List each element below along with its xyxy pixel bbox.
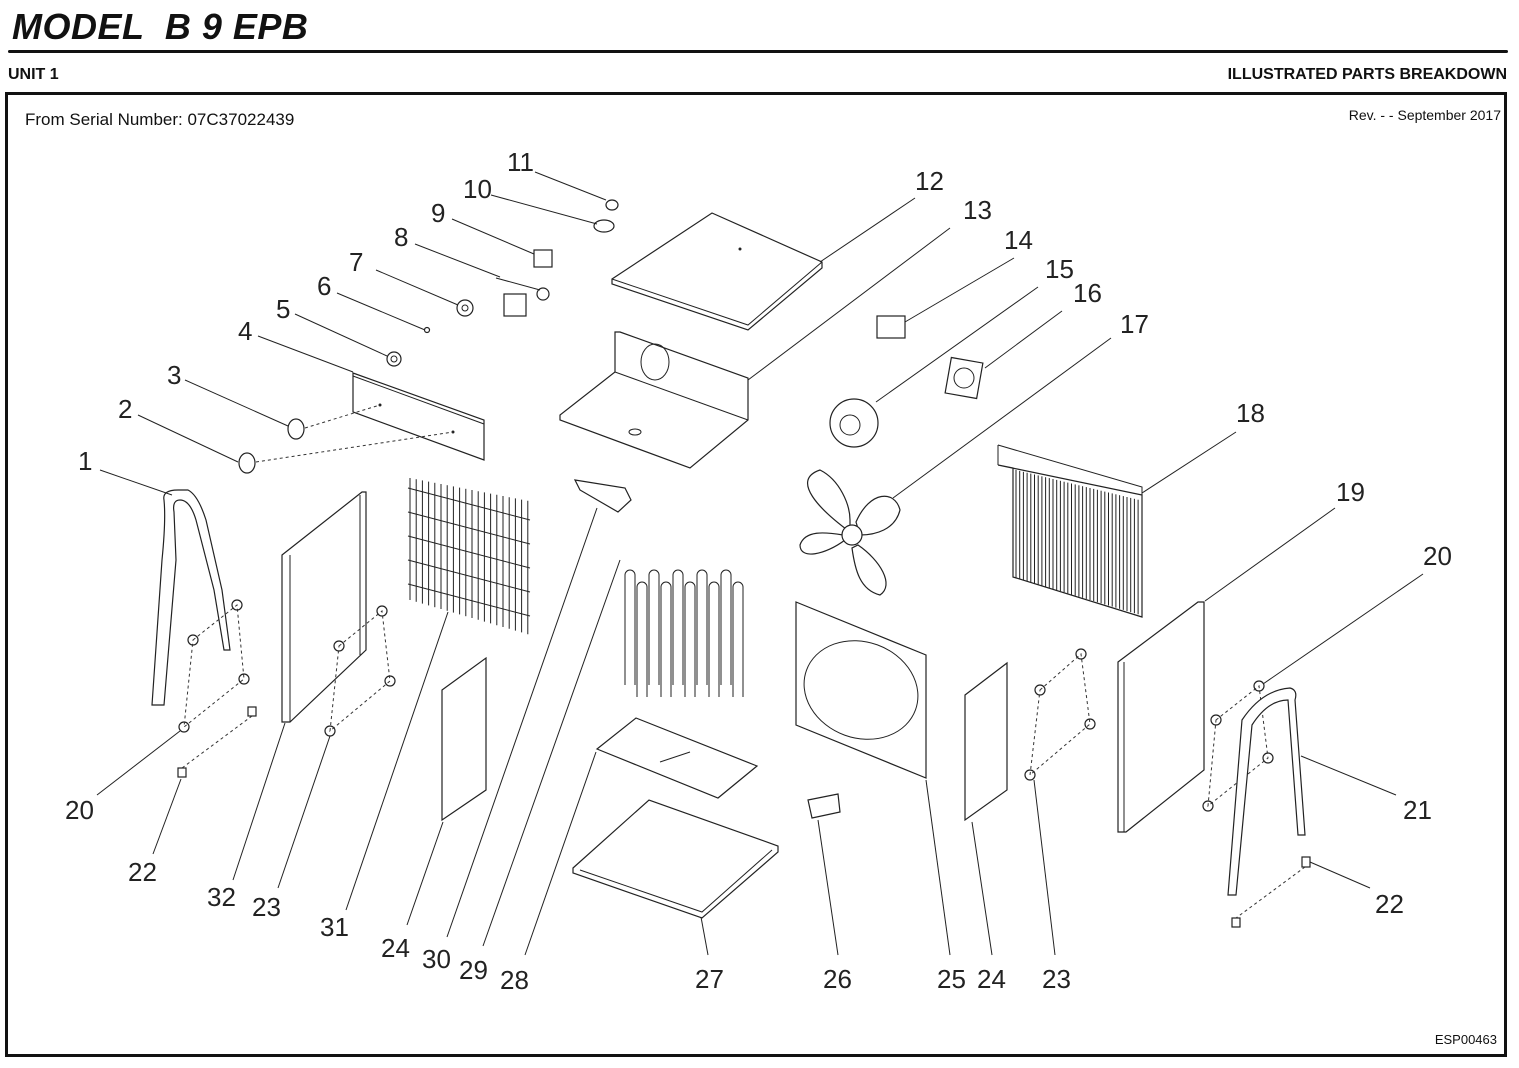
callout-14[interactable]: 14	[1004, 225, 1033, 255]
callout-16[interactable]: 16	[1073, 278, 1102, 308]
part-feet-right[interactable]	[1231, 856, 1311, 928]
callout-32[interactable]: 32	[207, 882, 236, 912]
model-title: MODEL B 9 EPB	[12, 6, 309, 47]
callout-23-right[interactable]: 23	[1042, 964, 1071, 994]
part-small-nut[interactable]	[423, 326, 431, 334]
callout-21[interactable]: 21	[1403, 795, 1432, 825]
callout-labels: 1 2 3 4 5 6 7 8 9 10 11 12 13 14 15 16 1…	[65, 147, 1452, 995]
part-base-tray[interactable]	[572, 799, 779, 919]
part-front-guard[interactable]	[407, 478, 531, 635]
callout-27[interactable]: 27	[695, 964, 724, 994]
part-motor-mount[interactable]	[944, 356, 984, 400]
callout-2[interactable]: 2	[118, 394, 132, 424]
part-rear-grille[interactable]	[997, 444, 1143, 618]
revision-label: Rev. - - September 2017	[1348, 107, 1501, 123]
part-fan-shroud[interactable]	[790, 601, 932, 779]
drawing-id: ESP00463	[1434, 1032, 1497, 1047]
part-fan-motor[interactable]	[829, 398, 879, 448]
callout-1[interactable]: 1	[78, 446, 92, 476]
header-divider	[8, 50, 1508, 53]
callout-30[interactable]: 30	[422, 944, 451, 974]
part-thermal-cutout[interactable]	[593, 219, 615, 233]
callout-29[interactable]: 29	[459, 955, 488, 985]
part-switch[interactable]	[533, 249, 553, 268]
callout-18[interactable]: 18	[1236, 398, 1265, 428]
part-spacers-left[interactable]	[324, 605, 396, 737]
unit-label: UNIT 1	[8, 66, 59, 83]
callout-10[interactable]: 10	[463, 174, 492, 204]
part-element-support[interactable]	[595, 717, 759, 799]
callout-12[interactable]: 12	[915, 166, 944, 196]
part-side-panel-left[interactable]	[281, 491, 367, 723]
serial-number: From Serial Number: 07C37022439	[25, 110, 295, 129]
document-type: ILLUSTRATED PARTS BREAKDOWN	[1227, 66, 1507, 83]
part-handle-bar-left[interactable]	[151, 489, 231, 706]
callout-20-right[interactable]: 20	[1423, 541, 1452, 571]
callout-13[interactable]: 13	[963, 195, 992, 225]
part-thermostat[interactable]	[495, 277, 550, 317]
part-side-panel-right[interactable]	[1117, 601, 1205, 833]
callout-7[interactable]: 7	[349, 247, 363, 277]
leader-lines	[96, 171, 1424, 956]
part-deflector-bracket[interactable]	[573, 479, 632, 513]
callout-8[interactable]: 8	[394, 222, 408, 252]
part-component-bracket[interactable]	[559, 331, 749, 469]
callout-20-left[interactable]: 20	[65, 795, 94, 825]
part-bushing[interactable]	[386, 351, 402, 367]
callout-28[interactable]: 28	[500, 965, 529, 995]
part-nut-ring[interactable]	[456, 299, 474, 317]
part-inner-panel-right[interactable]	[964, 661, 1008, 822]
callout-3[interactable]: 3	[167, 360, 181, 390]
part-grommets-left[interactable]	[177, 599, 257, 778]
callout-4[interactable]: 4	[238, 316, 252, 346]
part-fan-blade[interactable]	[799, 469, 901, 596]
callout-19[interactable]: 19	[1336, 477, 1365, 507]
callout-23-left[interactable]: 23	[252, 892, 281, 922]
callout-24-left[interactable]: 24	[381, 933, 410, 963]
callout-26[interactable]: 26	[823, 964, 852, 994]
part-knob-2[interactable]	[238, 452, 256, 474]
part-control-panel[interactable]	[352, 372, 485, 461]
part-inner-panel-left[interactable]	[441, 656, 487, 822]
callout-31[interactable]: 31	[320, 912, 349, 942]
callout-22-right[interactable]: 22	[1375, 889, 1404, 919]
callout-17[interactable]: 17	[1120, 309, 1149, 339]
callout-24-right[interactable]: 24	[977, 964, 1006, 994]
part-element-bracket[interactable]	[807, 793, 841, 819]
part-relay[interactable]	[876, 315, 906, 339]
part-heating-element[interactable]	[624, 569, 744, 697]
part-knob-3[interactable]	[287, 418, 305, 440]
part-fuse[interactable]	[605, 199, 619, 211]
part-top-cover[interactable]	[611, 212, 823, 331]
callout-11[interactable]: 11	[507, 147, 534, 177]
part-spacers-right[interactable]	[1024, 648, 1096, 781]
callout-15[interactable]: 15	[1045, 254, 1074, 284]
callout-6[interactable]: 6	[317, 271, 331, 301]
diagram-frame	[5, 92, 1507, 1057]
callout-22-left[interactable]: 22	[128, 857, 157, 887]
callout-9[interactable]: 9	[431, 198, 445, 228]
callout-25[interactable]: 25	[937, 964, 966, 994]
callout-5[interactable]: 5	[276, 294, 290, 324]
part-handle-bar-right[interactable]	[1227, 687, 1306, 896]
part-grommets-right[interactable]	[1202, 680, 1274, 812]
